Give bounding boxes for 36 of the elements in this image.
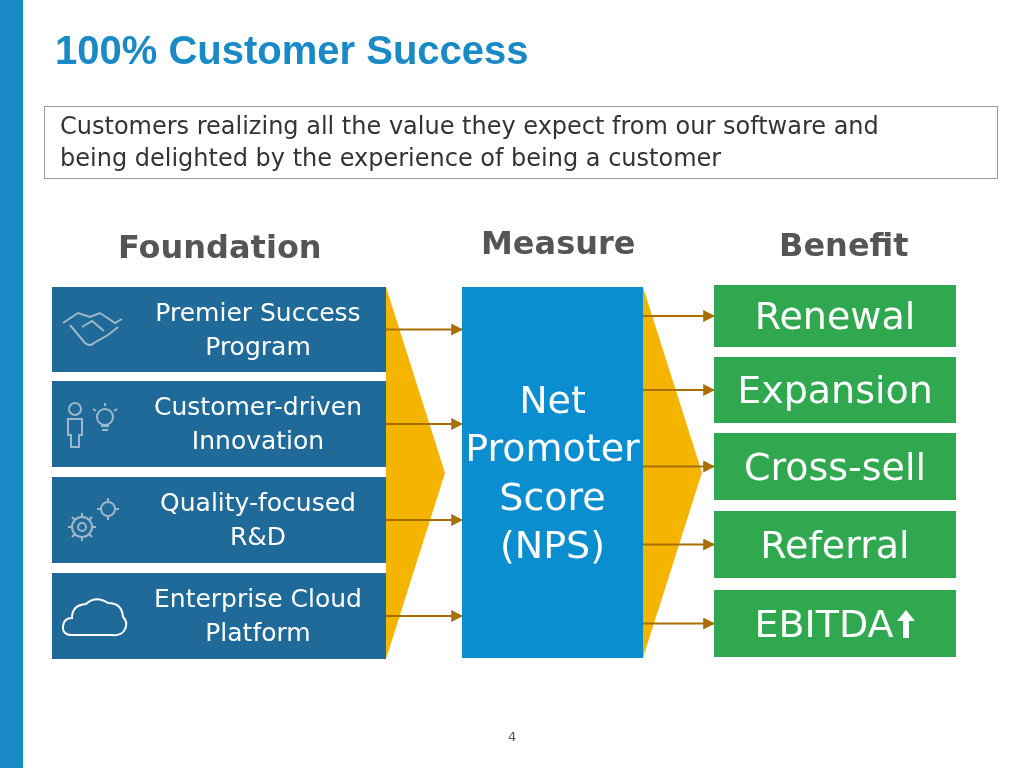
- box-text: EBITDA: [754, 601, 894, 646]
- arrow: [385, 610, 464, 622]
- box-text: Renewal: [754, 294, 916, 338]
- title: 100% Customer Success: [55, 28, 529, 73]
- measure-box: [462, 287, 643, 658]
- arrow: [642, 384, 716, 396]
- arrow: [385, 418, 464, 430]
- box-text: Cross-sell: [743, 444, 927, 489]
- arrow: [642, 538, 716, 551]
- foundation-box: [52, 477, 386, 563]
- foundation-box: [52, 381, 386, 467]
- box-text: Enterprise Cloud Platform: [153, 583, 363, 649]
- box-text: Expansion: [737, 368, 933, 412]
- benefit-box: [714, 590, 956, 657]
- foundation-box: [52, 287, 386, 372]
- box-text: Customers realizing all the value they expect from our software and being delighted by the experience of being a customer: [60, 111, 880, 174]
- benefit-box: [714, 285, 956, 347]
- column-heading: Foundation: [118, 228, 322, 266]
- arrow: [642, 310, 716, 322]
- foundation-box: [52, 573, 386, 659]
- box-text: Net Promoter Score (NPS): [464, 377, 641, 569]
- box-text: Premier Success Program: [154, 296, 362, 363]
- benefit-box: [714, 433, 956, 500]
- arrow: [385, 323, 464, 336]
- benefit-box: [714, 357, 956, 423]
- arrow: [642, 460, 716, 473]
- column-heading: Measure: [481, 224, 636, 262]
- box-text: Quality-focused R&D: [159, 487, 357, 553]
- box-text: Customer-driven Innovation: [153, 391, 363, 457]
- box-text: Referral: [760, 522, 910, 567]
- arrow: [385, 514, 464, 526]
- column-heading: Benefit: [779, 226, 909, 264]
- page-number: 4: [508, 729, 517, 744]
- statement-box: [44, 106, 998, 179]
- arrow: [642, 617, 716, 630]
- benefit-box: [714, 511, 956, 578]
